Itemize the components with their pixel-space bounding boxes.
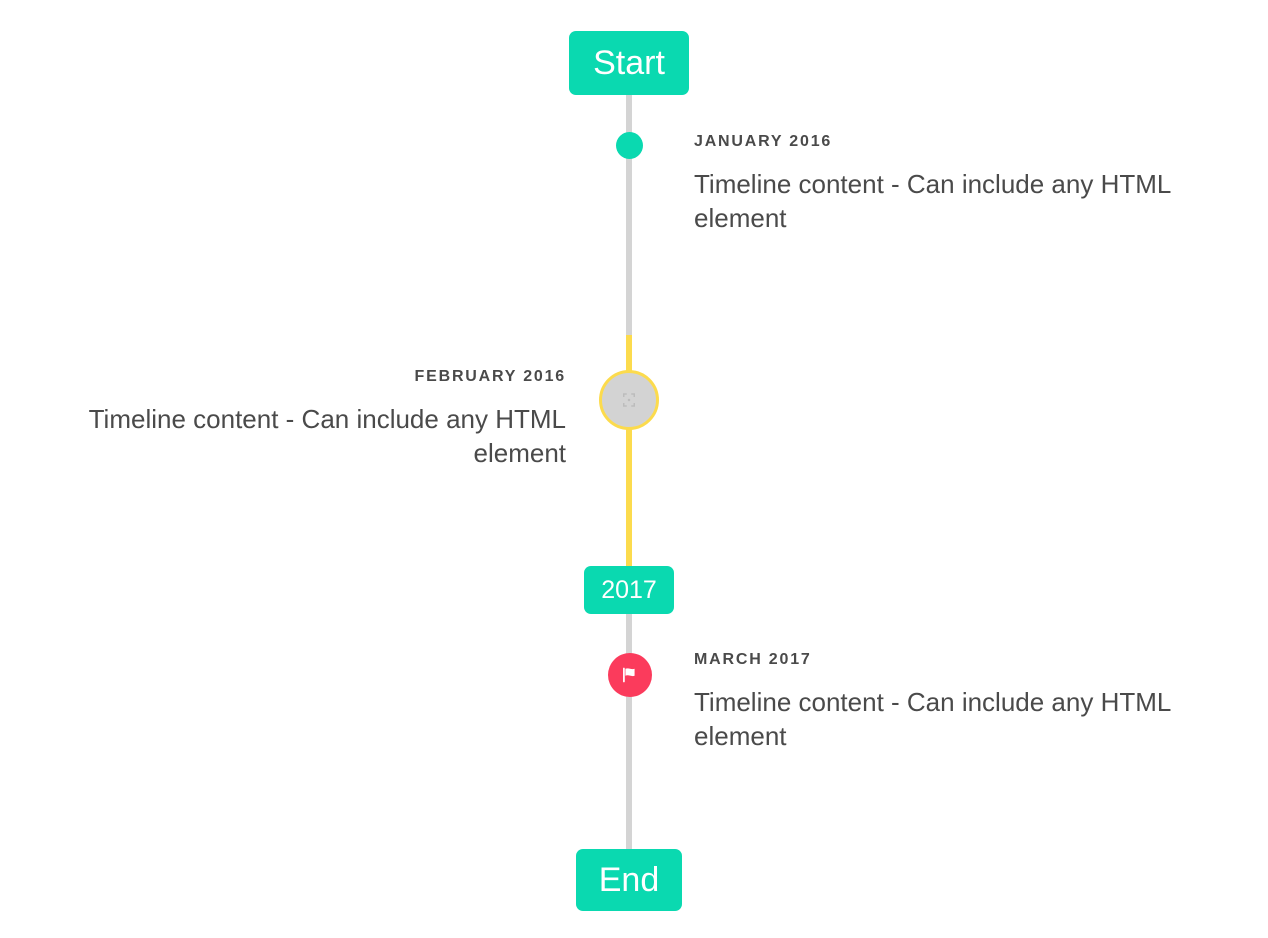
timeline-entry-march: MARCH 2017 Timeline content - Can includ…	[694, 651, 1234, 754]
entry-date-march: MARCH 2017	[694, 651, 812, 668]
timeline-rail-highlight	[626, 335, 632, 567]
flag-icon	[623, 667, 635, 683]
timeline-year-badge[interactable]: 2017	[584, 566, 674, 614]
timeline-entry-february: FEBRUARY 2016 Timeline content - Can inc…	[34, 368, 566, 471]
broken-image-icon	[623, 393, 635, 407]
timeline-rail-bottom	[626, 613, 632, 849]
timeline-rail-top	[626, 94, 632, 335]
timeline-entry-january: JANUARY 2016 Timeline content - Can incl…	[694, 133, 1234, 236]
entry-body-january: Timeline content - Can include any HTML …	[694, 169, 1171, 234]
entry-date-january: JANUARY 2016	[694, 133, 833, 150]
entry-date-february: FEBRUARY 2016	[414, 368, 566, 385]
entry-body-february: Timeline content - Can include any HTML …	[88, 404, 566, 469]
timeline-marker-march[interactable]	[608, 653, 652, 697]
timeline-end-badge[interactable]: End	[576, 849, 682, 911]
timeline-marker-february[interactable]	[599, 370, 659, 430]
entry-body-march: Timeline content - Can include any HTML …	[694, 687, 1171, 752]
timeline-marker-january[interactable]	[616, 132, 643, 159]
timeline-start-badge[interactable]: Start	[569, 31, 689, 95]
